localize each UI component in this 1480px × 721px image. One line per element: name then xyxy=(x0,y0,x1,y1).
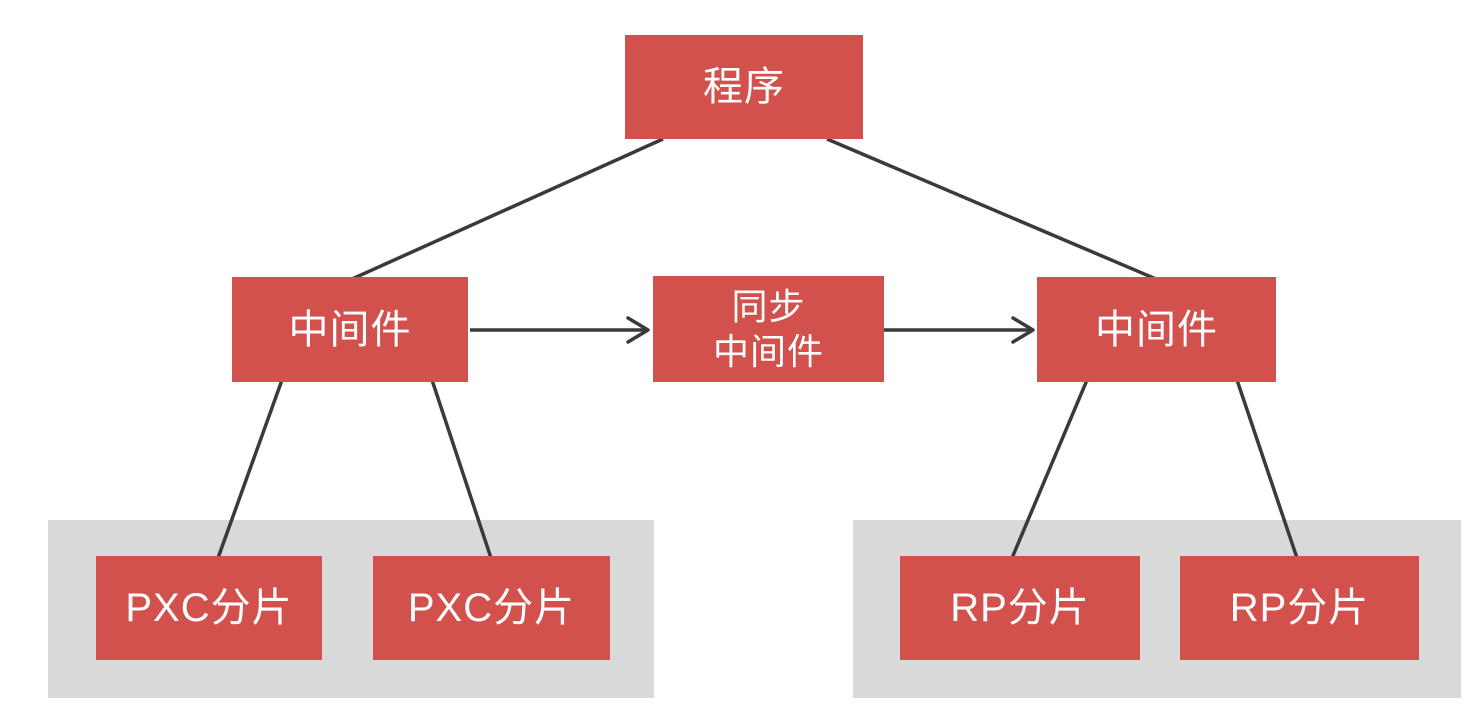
node-middleware-left-label: 中间件 xyxy=(288,307,412,352)
node-rp-shard-1: RP分片 xyxy=(900,556,1140,660)
node-middleware-right: 中间件 xyxy=(1037,277,1276,382)
node-rp-shard-2: RP分片 xyxy=(1180,556,1419,660)
node-pxc-shard-1-label: PXC分片 xyxy=(125,586,293,630)
node-sync-middleware-label: 同步 中间件 xyxy=(712,286,824,372)
node-program-label: 程序 xyxy=(703,65,785,109)
node-middleware-right-label: 中间件 xyxy=(1095,307,1218,352)
node-pxc-shard-1: PXC分片 xyxy=(96,556,322,660)
node-rp-shard-1-label: RP分片 xyxy=(950,586,1090,630)
node-rp-shard-2-label: RP分片 xyxy=(1229,586,1370,630)
edge-middleware-left-to-pxc-shard-2 xyxy=(430,379,493,559)
node-program: 程序 xyxy=(625,35,863,139)
node-sync-middleware: 同步 中间件 xyxy=(653,276,884,382)
edge-program-to-middleware-left xyxy=(351,137,664,281)
node-pxc-shard-2: PXC分片 xyxy=(373,556,610,660)
node-pxc-shard-2-label: PXC分片 xyxy=(407,586,576,630)
edge-middleware-right-to-rp-shard-1 xyxy=(1010,379,1089,559)
edge-program-to-middleware-right xyxy=(826,137,1157,281)
edge-middleware-left-to-pxc-shard-1 xyxy=(216,379,284,559)
edge-middleware-right-to-rp-shard-2 xyxy=(1235,379,1299,559)
node-middleware-left: 中间件 xyxy=(232,277,468,382)
